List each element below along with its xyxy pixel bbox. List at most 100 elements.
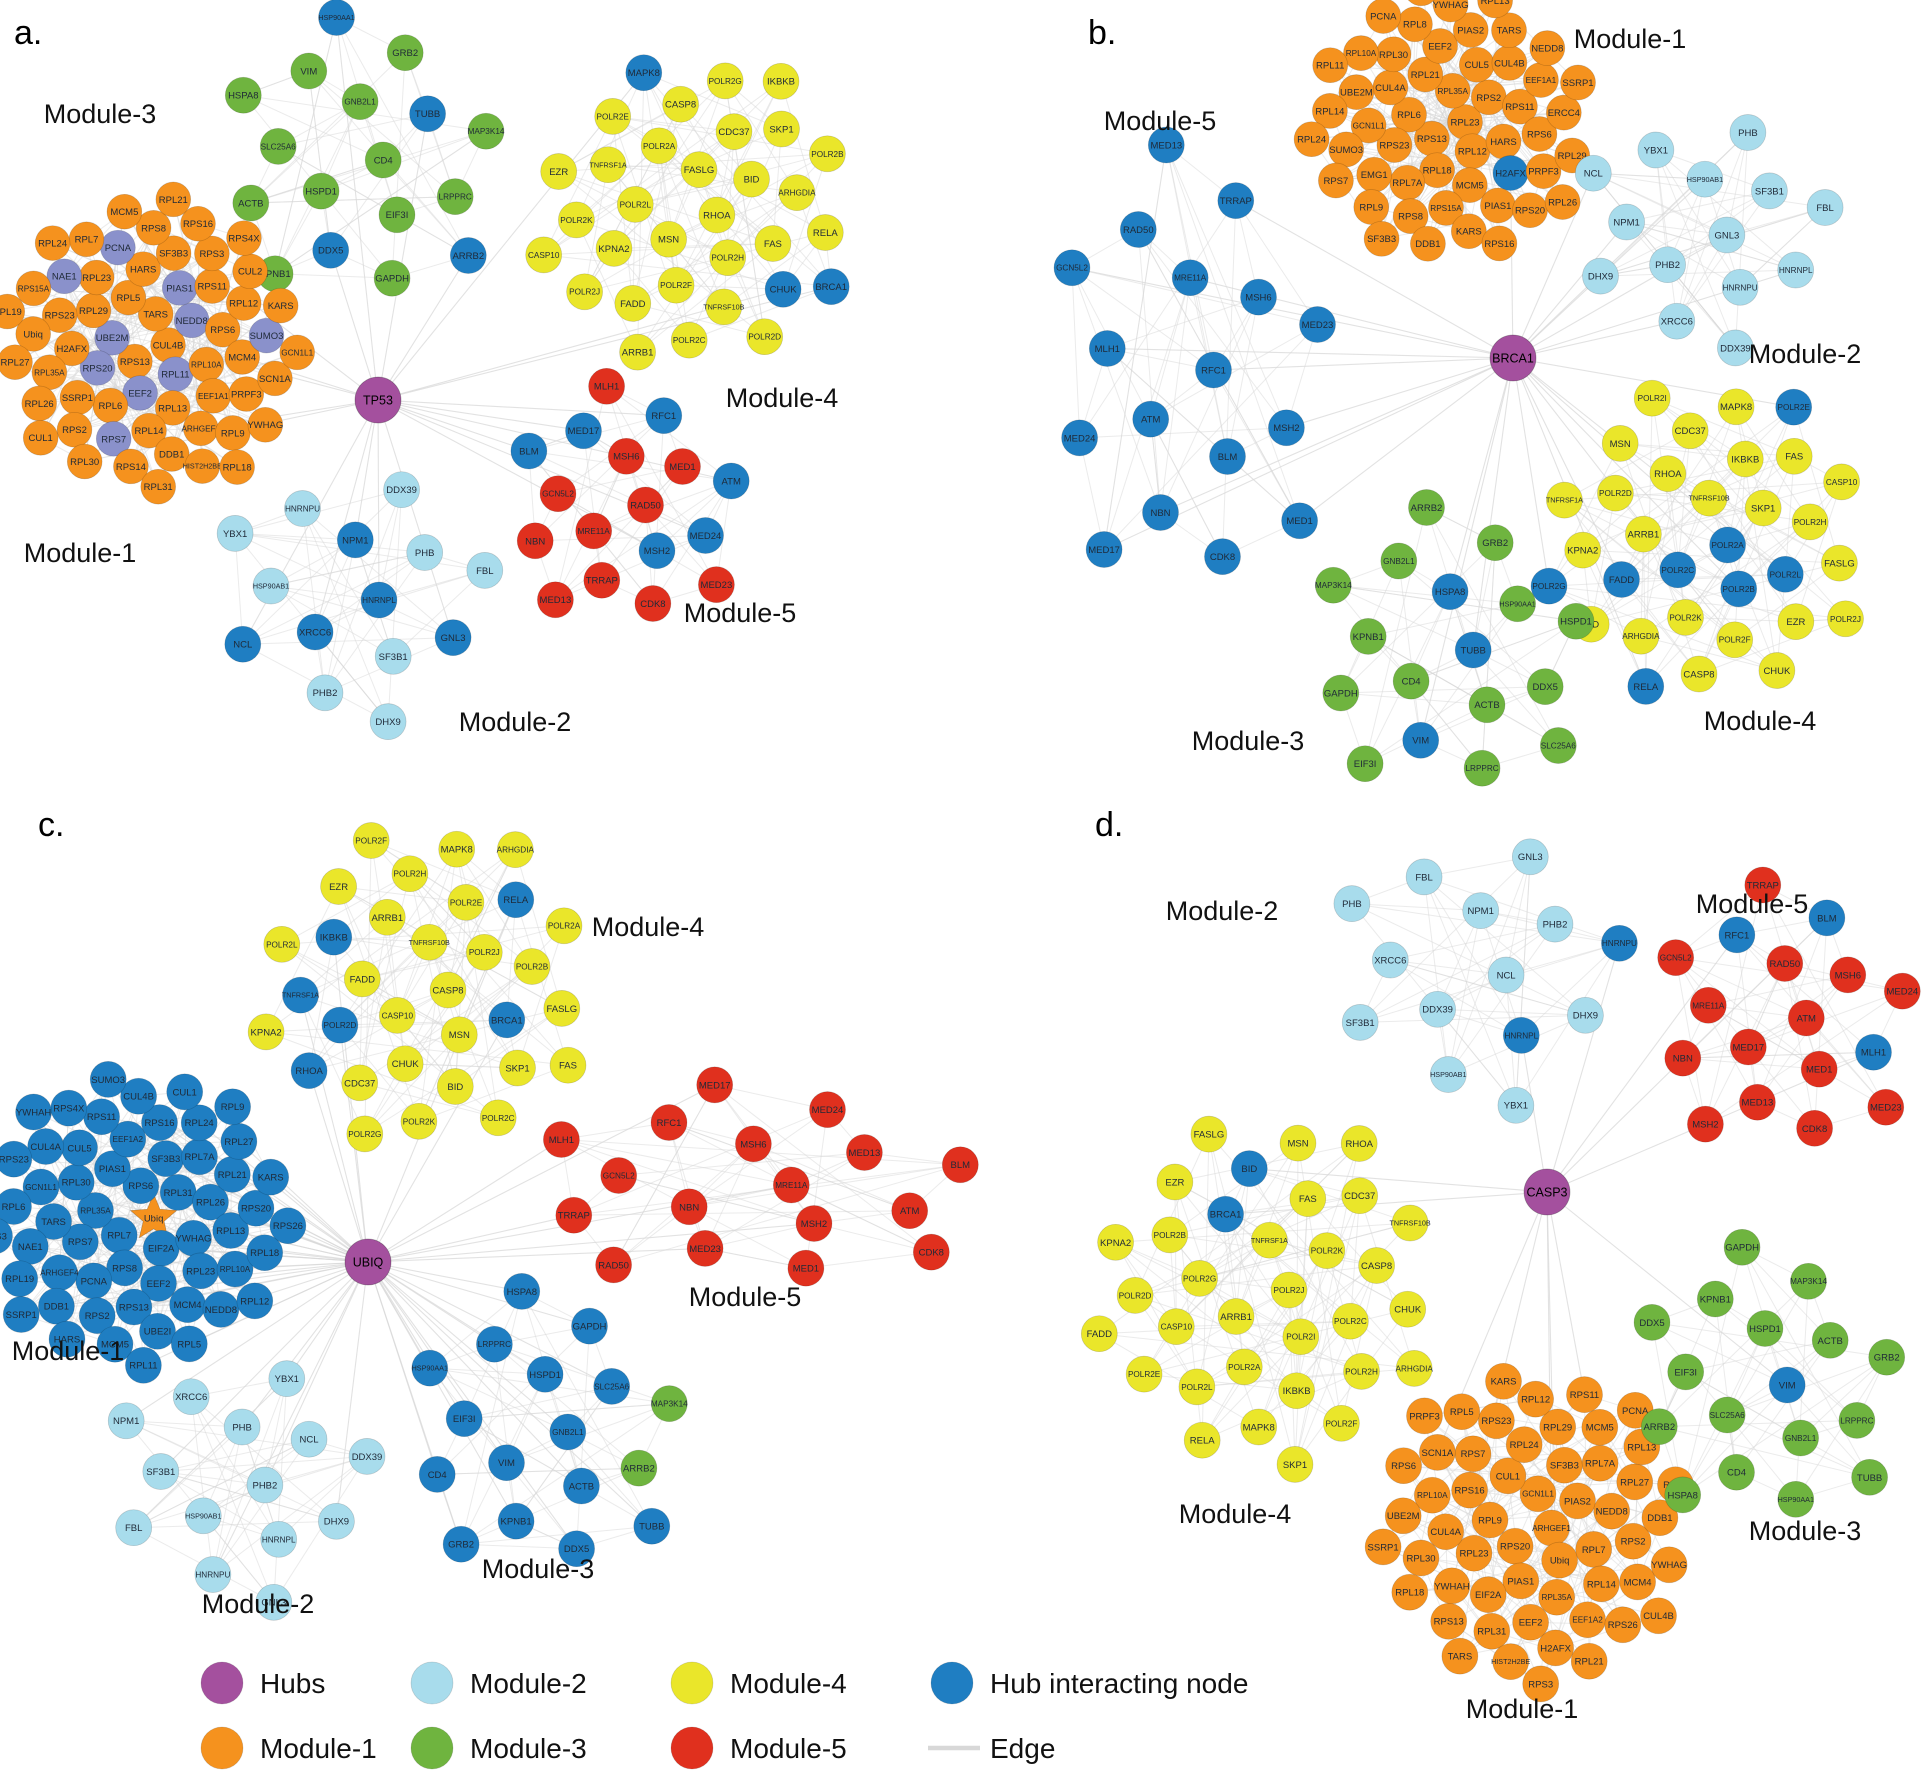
node-CASP8: CASP8 xyxy=(662,85,699,123)
node-label: ARRB2 xyxy=(452,251,484,262)
edge xyxy=(377,399,380,601)
node-label: LRPPRC xyxy=(1465,764,1498,773)
node-circle xyxy=(1791,503,1829,541)
edge xyxy=(1512,221,1628,359)
hub-CASP3: CASP3 xyxy=(1523,1168,1571,1216)
node-circle xyxy=(255,1583,293,1621)
node-DDB1: DDB1 xyxy=(1410,225,1446,262)
node-circle xyxy=(131,412,167,449)
edge xyxy=(1793,406,1840,564)
node-circle xyxy=(78,1297,116,1334)
node-label: RPS13 xyxy=(1434,1617,1464,1628)
node-circle xyxy=(686,1230,724,1267)
edge xyxy=(1593,172,1796,271)
node-circle xyxy=(558,201,595,239)
node-HSPD1: HSPD1 xyxy=(302,172,340,210)
edge xyxy=(791,1184,932,1253)
node-label: MED13 xyxy=(540,595,572,606)
node-label: POLR2J xyxy=(1830,615,1861,624)
node-circle xyxy=(0,344,33,380)
node-label: RPL23 xyxy=(1450,117,1479,128)
edge xyxy=(1447,923,1556,1075)
node-label: DDX5 xyxy=(1533,682,1558,693)
node-label: PRPF3 xyxy=(231,389,262,400)
node-label: ARHGDIA xyxy=(778,189,816,198)
node-circle xyxy=(764,270,802,308)
node-ACTB: ACTB xyxy=(563,1467,600,1505)
node-label: RELA xyxy=(1190,1436,1215,1447)
node-label: PIAS2 xyxy=(1564,1496,1591,1507)
edge xyxy=(1235,1168,1250,1317)
node-label: GCN5L2 xyxy=(603,1171,635,1180)
edge xyxy=(1512,357,1622,580)
node-circle xyxy=(1380,542,1418,580)
node-CD4: CD4 xyxy=(364,141,402,179)
node-label: NPM1 xyxy=(1467,906,1493,917)
edge xyxy=(362,925,565,980)
node-circle xyxy=(687,517,724,554)
node-HSPD1: HSPD1 xyxy=(526,1355,564,1393)
node-SF3B3: SF3B3 xyxy=(147,1140,185,1177)
node-label: BLM xyxy=(1817,913,1837,924)
edge xyxy=(308,70,332,251)
node-label: SLC25A6 xyxy=(1541,742,1576,751)
node-circle xyxy=(109,1120,147,1158)
node-label: POLR2A xyxy=(548,922,581,931)
node-HNRNPU: HNRNPU xyxy=(1601,924,1638,962)
node-circle xyxy=(754,225,792,262)
panel-letter-a: a. xyxy=(14,14,42,52)
edge xyxy=(601,466,683,581)
legend-swatch-module-4 xyxy=(670,1661,714,1705)
node-SKP1: SKP1 xyxy=(1744,489,1782,527)
node-circle xyxy=(640,127,678,165)
edge xyxy=(658,145,677,286)
edge xyxy=(1512,234,1728,359)
node-label: MED1 xyxy=(1806,1065,1832,1076)
node-label: RPL29 xyxy=(1558,151,1587,162)
node-SSRP1: SSRP1 xyxy=(1364,1528,1402,1566)
node-label: MCM4 xyxy=(1624,1577,1652,1588)
node-HSP90AB1: HSP90AB1 xyxy=(1686,160,1724,198)
node-label: RHOA xyxy=(295,1066,323,1077)
edge xyxy=(367,1247,706,1263)
node-KARS: KARS xyxy=(252,1158,290,1196)
node-circle xyxy=(1649,246,1686,284)
node-circle xyxy=(140,468,176,505)
node-label: LRPPRC xyxy=(1840,1416,1873,1425)
node-circle xyxy=(565,412,602,450)
node-MSH2: MSH2 xyxy=(1687,1105,1724,1143)
node-label: HSP90AA1 xyxy=(1499,599,1535,608)
edge xyxy=(264,1261,369,1486)
edge xyxy=(618,1175,932,1253)
node-POLR2J: POLR2J xyxy=(465,933,503,971)
edge xyxy=(409,873,456,1087)
node-label: LRPPRC xyxy=(478,1340,511,1349)
node-circle xyxy=(705,288,743,326)
node-label: POLR2L xyxy=(1181,1383,1213,1392)
node-KPNA2: KPNA2 xyxy=(1097,1223,1134,1261)
node-FBL: FBL xyxy=(1405,858,1443,896)
node-CDK8: CDK8 xyxy=(912,1233,950,1271)
node-label: MCM5 xyxy=(101,1340,129,1351)
edge xyxy=(1640,635,1778,671)
edge xyxy=(277,145,469,256)
node-circle xyxy=(282,976,319,1014)
node-MED1: MED1 xyxy=(1800,1050,1838,1088)
edge xyxy=(1655,149,1741,288)
node-RFC1: RFC1 xyxy=(1195,351,1232,389)
node-TRRAP: TRRAP xyxy=(555,1196,593,1234)
node-label: POLR2G xyxy=(348,1130,381,1139)
node-circle xyxy=(0,1218,13,1254)
node-POLR2H: POLR2H xyxy=(709,239,747,276)
node-label: RPL21 xyxy=(1411,70,1440,81)
node-ARRB2: ARRB2 xyxy=(1640,1408,1678,1445)
node-CD4: CD4 xyxy=(1392,662,1430,700)
node-circle xyxy=(1806,189,1844,226)
edge xyxy=(1359,856,1531,1023)
node-TARS: TARS xyxy=(137,296,174,332)
node-MSH6: MSH6 xyxy=(1240,278,1277,316)
edge xyxy=(1286,357,1514,429)
node-label: RPS2 xyxy=(1476,93,1501,104)
node-circle xyxy=(571,1307,608,1345)
edge xyxy=(377,399,530,452)
